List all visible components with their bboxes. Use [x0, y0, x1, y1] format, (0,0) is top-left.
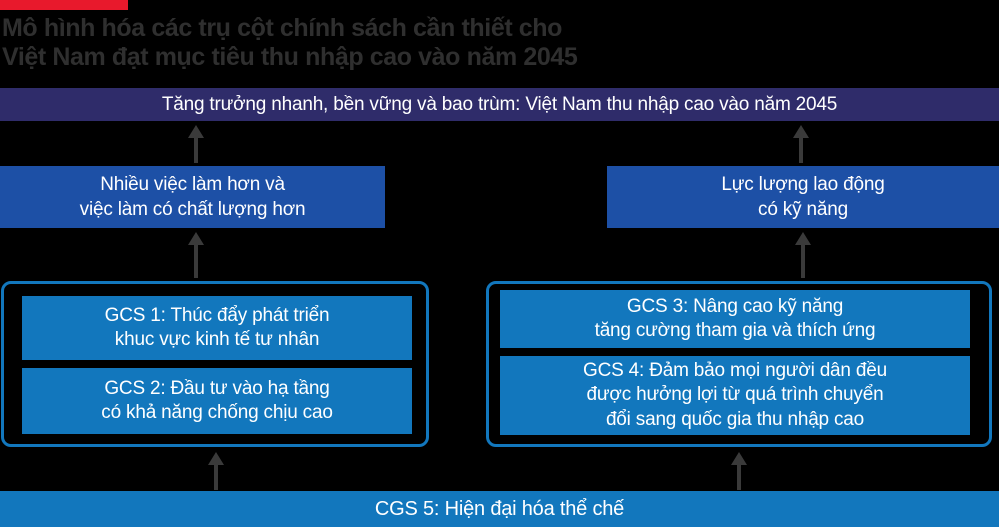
gcs4-line2: được hưởng lợi từ quá trình chuyển	[586, 384, 884, 406]
arrow-stem	[801, 245, 805, 278]
up-arrow-icon	[188, 125, 204, 163]
outcome-jobs-line1: Nhiều việc làm hơn và	[100, 174, 285, 195]
figure-title: Mô hình hóa các trụ cột chính sách cần t…	[2, 14, 642, 72]
outcome-box-jobs: Nhiều việc làm hơn và việc làm có chất l…	[0, 166, 385, 228]
gcs2-line1: GCS 2: Đầu tư vào hạ tầng	[104, 377, 330, 399]
up-arrow-icon	[795, 232, 811, 278]
goal-banner: Tăng trưởng nhanh, bền vững và bao trùm:…	[0, 88, 999, 121]
arrow-head-icon	[208, 452, 224, 465]
figure-title-line2: Việt Nam đạt mục tiêu thu nhập cao vào n…	[2, 43, 578, 71]
gcs1-line2: khuc vực kinh tế tư nhân	[114, 329, 320, 350]
arrow-stem	[214, 465, 218, 490]
arrow-head-icon	[793, 125, 809, 138]
outcome-workforce-line1: Lực lượng lao động	[721, 174, 885, 195]
pillar-box-gcs2: GCS 2: Đầu tư vào hạ tầng có khả năng ch…	[22, 368, 412, 434]
arrow-head-icon	[731, 452, 747, 465]
arrow-head-icon	[188, 232, 204, 245]
figure-title-line1: Mô hình hóa các trụ cột chính sách cần t…	[2, 14, 563, 42]
arrow-stem	[194, 245, 198, 278]
up-arrow-icon	[731, 452, 747, 490]
outcome-box-workforce: Lực lượng lao động có kỹ năng	[607, 166, 999, 228]
gcs3-line2: tăng cường tham gia và thích ứng	[594, 320, 876, 341]
gcs4-line3: đổi sang quốc gia thu nhập cao	[605, 408, 865, 430]
pillar-box-gcs3: GCS 3: Nâng cao kỹ năng tăng cường tham …	[500, 290, 970, 348]
pillar-box-gcs4: GCS 4: Đảm bảo mọi người dân đều được hư…	[500, 356, 970, 435]
up-arrow-icon	[188, 232, 204, 278]
goal-banner-text: Tăng trưởng nhanh, bền vững và bao trùm:…	[161, 93, 838, 115]
arrow-head-icon	[188, 125, 204, 138]
arrow-stem	[737, 465, 741, 490]
arrow-stem	[799, 138, 803, 163]
arrow-stem	[194, 138, 198, 163]
pillar-group-left	[1, 281, 429, 447]
foundation-bar-text: CGS 5: Hiện đại hóa thể chế	[374, 497, 625, 520]
outcome-jobs-line2: việc làm có chất lượng hơn	[79, 199, 306, 220]
gcs4-line1: GCS 4: Đảm bảo mọi người dân đều	[583, 359, 887, 381]
up-arrow-icon	[793, 125, 809, 163]
foundation-bar-cgs5: CGS 5: Hiện đại hóa thể chế	[0, 491, 999, 527]
outcome-workforce-line2: có kỹ năng	[758, 199, 848, 220]
pillar-box-gcs1: GCS 1: Thúc đẩy phát triển khuc vực kinh…	[22, 296, 412, 360]
pillar-group-right	[486, 281, 992, 447]
arrow-head-icon	[795, 232, 811, 245]
gcs3-line1: GCS 3: Nâng cao kỹ năng	[626, 295, 844, 317]
up-arrow-icon	[208, 452, 224, 490]
red-accent-bar	[0, 0, 128, 10]
gcs2-line2: có khả năng chống chịu cao	[101, 402, 333, 423]
gcs1-line1: GCS 1: Thúc đẩy phát triển	[104, 304, 330, 326]
